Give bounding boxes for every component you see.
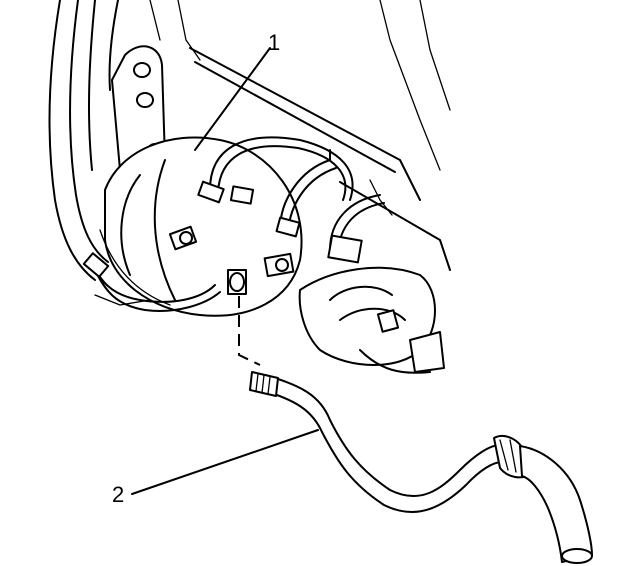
frame-rails <box>48 0 201 281</box>
tube-connectors <box>197 180 363 264</box>
callout-1-label: 1 <box>268 30 280 55</box>
wiring-harness <box>82 252 221 312</box>
fitting-right <box>263 252 295 278</box>
fitting-center <box>227 269 247 295</box>
hose-assembly <box>249 371 593 564</box>
fitting-left <box>168 225 198 251</box>
alignment-line <box>238 296 261 366</box>
callout-2-label: 2 <box>112 482 124 507</box>
assembly-body <box>99 136 303 317</box>
callout-1: 1 <box>194 30 280 151</box>
lower-housing <box>298 266 445 374</box>
callout-2: 2 <box>112 429 319 507</box>
body-panel <box>189 0 451 271</box>
